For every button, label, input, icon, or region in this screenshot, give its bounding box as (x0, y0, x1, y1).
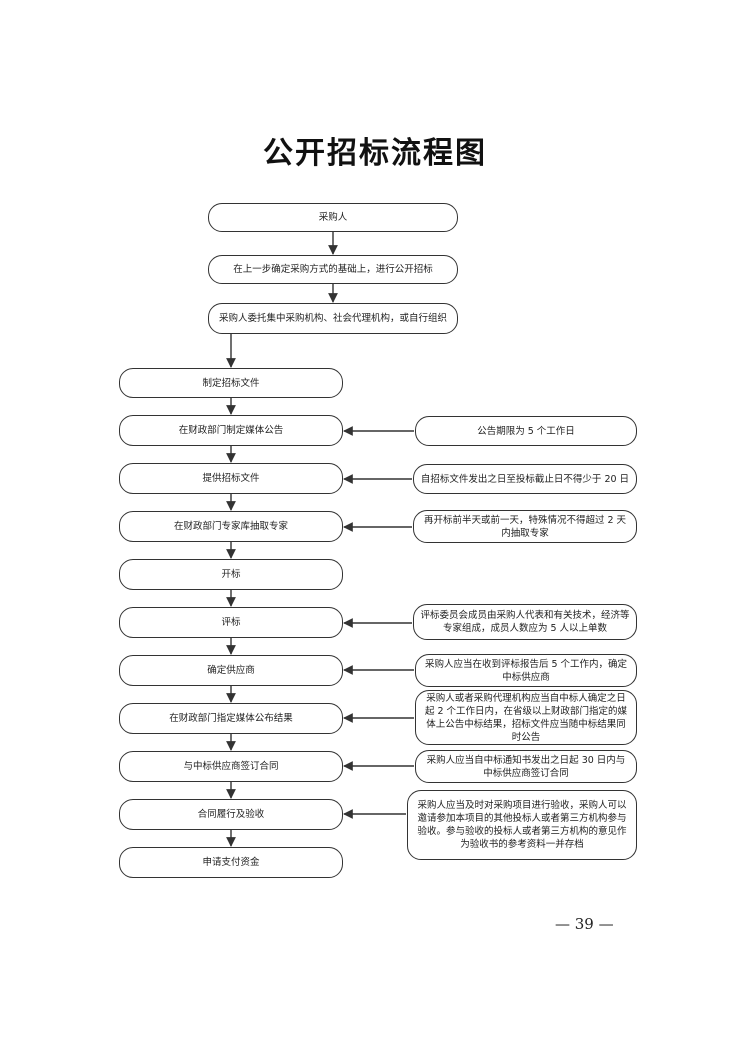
step-media-notice: 在财政部门制定媒体公告 (119, 415, 343, 446)
step-sign-contract: 与中标供应商签订合同 (119, 751, 343, 782)
step-publish-result: 在财政部门指定媒体公布结果 (119, 703, 343, 734)
step-acceptance: 合同履行及验收 (119, 799, 343, 830)
step-apply-payment: 申请支付资金 (119, 847, 343, 878)
step-evaluation: 评标 (119, 607, 343, 638)
step-select-experts: 在财政部门专家库抽取专家 (119, 511, 343, 542)
step-prepare-docs: 制定招标文件 (119, 368, 343, 398)
page-number: — 39 — (555, 915, 614, 933)
note-acceptance: 采购人应当及时对采购项目进行验收，采购人可以邀请参加本项目的其他投标人或者第三方… (407, 790, 637, 860)
note-notice-period: 公告期限为 5 个工作日 (415, 416, 637, 446)
step-bid-opening: 开标 (119, 559, 343, 590)
step-provide-docs: 提供招标文件 (119, 463, 343, 494)
note-confirm-supplier: 采购人应当在收到评标报告后 5 个工作内，确定中标供应商 (415, 654, 637, 687)
step-determine-supplier: 确定供应商 (119, 655, 343, 686)
note-committee: 评标委员会成员由采购人代表和有关技术，经济等专家组成，成员人数应为 5 人以上单… (413, 604, 637, 640)
step-purchaser: 采购人 (208, 203, 458, 232)
step-delegate: 采购人委托集中采购机构、社会代理机构，或自行组织 (208, 303, 458, 334)
page-title: 公开招标流程图 (263, 136, 487, 171)
note-contract-deadline: 采购人应当自中标通知书发出之日起 30 日内与中标供应商签订合同 (415, 750, 637, 783)
note-doc-period: 自招标文件发出之日至投标截止日不得少于 20 日 (413, 464, 637, 494)
step-public-tender: 在上一步确定采购方式的基础上，进行公开招标 (208, 255, 458, 284)
note-publish-result: 采购人或者采购代理机构应当自中标人确定之日起 2 个工作日内，在省级以上财政部门… (415, 690, 637, 745)
note-expert-timing: 再开标前半天或前一天，特殊情况不得超过 2 天内抽取专家 (413, 510, 637, 543)
